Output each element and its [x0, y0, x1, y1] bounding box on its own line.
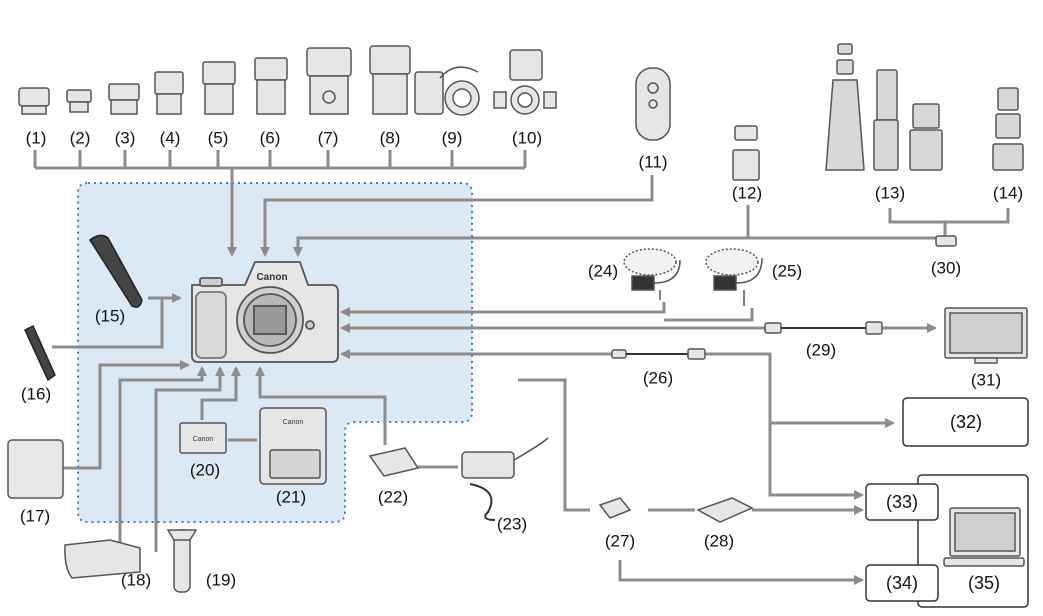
- camera-brand-text: Canon: [256, 272, 287, 283]
- label-33: (33): [886, 493, 918, 511]
- label-25: (25): [772, 263, 802, 280]
- tripod-grip-icon: [168, 530, 196, 592]
- label-14: (14): [993, 185, 1023, 202]
- label-22: (22): [378, 489, 408, 506]
- label-31: (31): [971, 372, 1001, 389]
- label-35: (35): [968, 574, 1000, 592]
- label-1: (1): [26, 130, 47, 147]
- charger-brand-text: Canon: [283, 419, 304, 426]
- label-2: (2): [70, 130, 91, 147]
- flash-2-icon: [67, 90, 91, 112]
- flash-5-icon: [203, 62, 235, 114]
- label-7: (7): [318, 130, 339, 147]
- computer-icon: [944, 508, 1024, 566]
- battery-brand-text: Canon: [193, 436, 214, 443]
- mount-adapter-icon: [936, 236, 956, 246]
- label-4: (4): [160, 130, 181, 147]
- label-18: (18): [121, 572, 151, 589]
- label-16: (16): [21, 386, 51, 403]
- camera-case-icon: [8, 440, 63, 498]
- directional-microphone-icon: [706, 249, 762, 306]
- label-21: (21): [276, 489, 306, 506]
- label-23: (23): [497, 516, 527, 533]
- label-26: (26): [643, 370, 673, 387]
- label-20: (20): [190, 462, 220, 479]
- flash-4-icon: [155, 72, 183, 114]
- label-15: (15): [95, 308, 125, 325]
- flash-7-icon: [307, 48, 351, 114]
- label-19: (19): [206, 572, 236, 589]
- label-5: (5): [208, 130, 229, 147]
- tv-icon: [945, 308, 1027, 363]
- label-10: (10): [512, 130, 542, 147]
- label-27: (27): [605, 533, 635, 550]
- label-30: (30): [931, 260, 961, 277]
- label-3: (3): [115, 130, 136, 147]
- label-28: (28): [704, 533, 734, 550]
- stereo-microphone-icon: [624, 249, 680, 300]
- flash-group: [19, 46, 556, 115]
- label-9: (9): [442, 130, 463, 147]
- flash-8-icon: [370, 46, 410, 114]
- label-6: (6): [260, 130, 281, 147]
- wireless-remote-icon: [636, 68, 670, 140]
- lens-adapter-icon: [733, 126, 759, 180]
- label-12: (12): [732, 185, 762, 202]
- label-24: (24): [588, 263, 618, 280]
- dc-coupler-icon: [370, 448, 418, 476]
- label-34: (34): [886, 574, 918, 592]
- macro-ring-lite-icon: [415, 67, 479, 115]
- hdmi-cable-icon: [765, 322, 882, 334]
- memory-card-icon: [600, 498, 630, 518]
- flash-1-icon: [19, 88, 49, 114]
- label-29: (29): [806, 342, 836, 359]
- label-17: (17): [20, 508, 50, 525]
- label-13: (13): [875, 185, 905, 202]
- card-reader-icon: [698, 498, 752, 522]
- rf-lenses-icon: [826, 44, 942, 170]
- macro-twin-lite-icon: [494, 50, 556, 114]
- label-11: (11): [639, 154, 668, 171]
- flash-6-icon: [255, 58, 287, 114]
- ef-lenses-icon: [993, 88, 1023, 170]
- flash-3-icon: [109, 84, 139, 114]
- label-8: (8): [380, 130, 401, 147]
- usb-cable-icon: [612, 349, 705, 359]
- label-32: (32): [950, 413, 982, 431]
- wrist-strap-icon: [25, 326, 55, 380]
- ac-adapter-icon: [462, 438, 548, 520]
